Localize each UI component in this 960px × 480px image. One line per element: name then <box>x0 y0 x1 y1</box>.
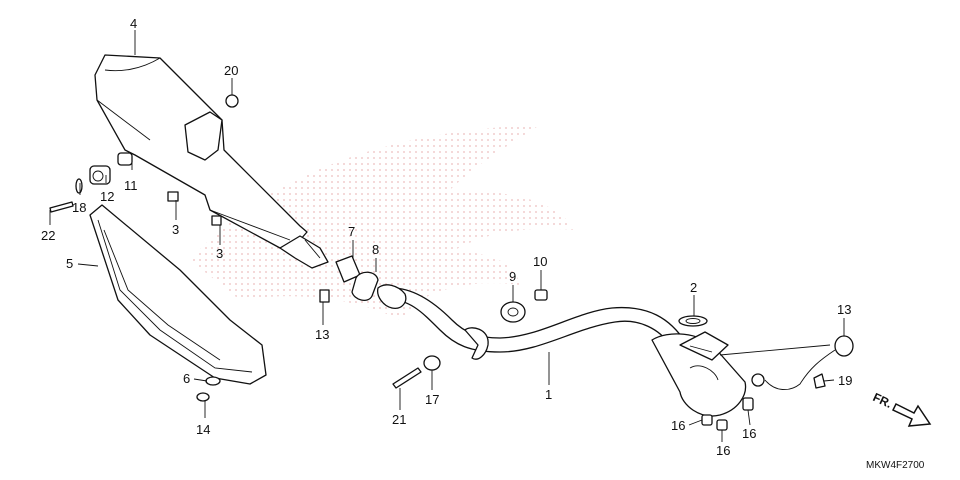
arrow-right-icon <box>891 402 932 427</box>
washer-17 <box>423 355 441 371</box>
callout-22: 22 <box>41 228 55 243</box>
exhaust-pipe <box>377 284 747 417</box>
callout-1: 1 <box>545 387 552 402</box>
callout-18: 18 <box>72 200 86 215</box>
callout-16b: 16 <box>716 443 730 458</box>
screw-15 <box>196 392 210 402</box>
callout-3a: 3 <box>172 222 179 237</box>
nut-20 <box>225 94 239 108</box>
clip-19 <box>813 373 826 389</box>
front-direction-indicator: FR. <box>871 390 932 427</box>
nut-3b <box>211 215 222 226</box>
callout-10: 10 <box>533 254 547 269</box>
wing-watermark <box>190 125 575 320</box>
callout-16a: 16 <box>671 418 685 433</box>
leader-lines <box>49 30 845 442</box>
callout-12: 11 <box>124 178 138 193</box>
nut-6 <box>205 376 221 386</box>
bolt-10 <box>534 284 548 301</box>
callout-9: 9 <box>509 269 516 284</box>
collar-12 <box>117 152 133 166</box>
gasket-2 <box>678 315 708 327</box>
fr-label: FR. <box>871 390 894 411</box>
gasket-8 <box>351 271 379 302</box>
callout-20: 20 <box>224 63 238 78</box>
callout-17: 17 <box>425 392 439 407</box>
callout-19: 19 <box>838 373 852 388</box>
callout-21: 21 <box>392 412 406 427</box>
callout-2: 2 <box>690 280 697 295</box>
callout-13: 12 <box>100 189 114 204</box>
bolt-22 <box>49 201 74 213</box>
nut-16b <box>716 419 728 431</box>
o2-sensor-11 <box>719 335 854 390</box>
callout-3b: 3 <box>216 246 223 261</box>
callout-4: 4 <box>130 16 137 31</box>
callout-8: 8 <box>372 242 379 257</box>
nut-3a <box>167 191 179 202</box>
muffler <box>94 54 329 269</box>
callout-16c: 16 <box>742 426 756 441</box>
bolt-21 <box>392 367 422 389</box>
rubber-13 <box>89 165 111 185</box>
grommet-9 <box>500 301 526 323</box>
heat-shield <box>89 204 267 385</box>
callout-14: 13 <box>315 327 329 342</box>
nut-16a <box>701 414 713 426</box>
washer-18 <box>75 178 83 194</box>
bolt-14 <box>319 289 330 303</box>
callout-6: 6 <box>183 371 190 386</box>
callout-7: 7 <box>348 224 355 239</box>
nut-16c <box>742 397 754 411</box>
callout-11: 13 <box>837 302 851 317</box>
callout-5: 5 <box>66 256 73 271</box>
callout-15: 14 <box>196 422 210 437</box>
diagram-code: MKW4F2700 <box>866 460 925 471</box>
